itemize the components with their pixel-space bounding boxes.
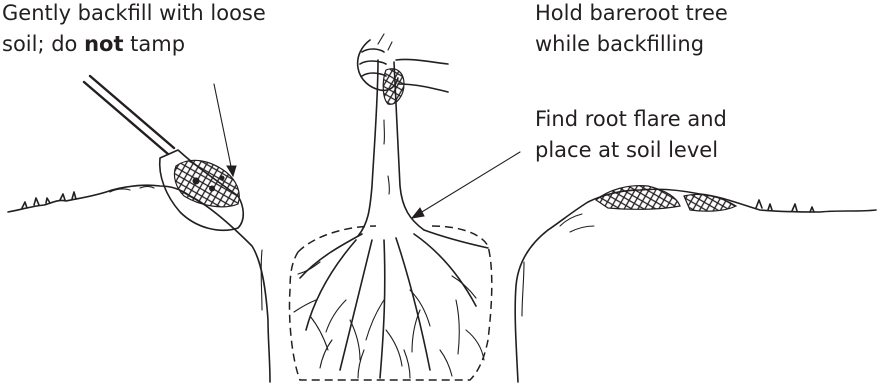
flare-line-2: place at soil level: [535, 138, 718, 162]
planting-hole: [190, 196, 548, 382]
arrow-root-flare: [412, 152, 520, 218]
backfill-line-2-pre: soil; do: [2, 32, 84, 56]
callout-arrows: [214, 84, 520, 218]
backfill-instruction-label: Gently backfill with loose soil; do not …: [2, 0, 266, 60]
backfill-line-1: Gently backfill with loose: [2, 1, 266, 25]
root-ball-outline: [289, 226, 491, 380]
arrow-backfill: [214, 84, 233, 176]
shovel-with-soil: [84, 76, 243, 230]
hold-line-2: while backfilling: [535, 32, 704, 56]
right-ground-surface: [548, 186, 876, 232]
flare-line-1: Find root flare and: [535, 107, 727, 131]
root-flare-label: Find root flare and place at soil level: [535, 104, 727, 166]
hold-line-1: Hold bareroot tree: [535, 1, 728, 25]
hand-holding-tree: [358, 34, 448, 104]
tree-roots: [294, 230, 488, 378]
backfill-line-2-post: tamp: [123, 32, 185, 56]
hold-tree-label: Hold bareroot tree while backfilling: [535, 0, 728, 60]
left-ground-surface: [8, 185, 190, 212]
backfill-line-2-bold: not: [84, 32, 123, 56]
